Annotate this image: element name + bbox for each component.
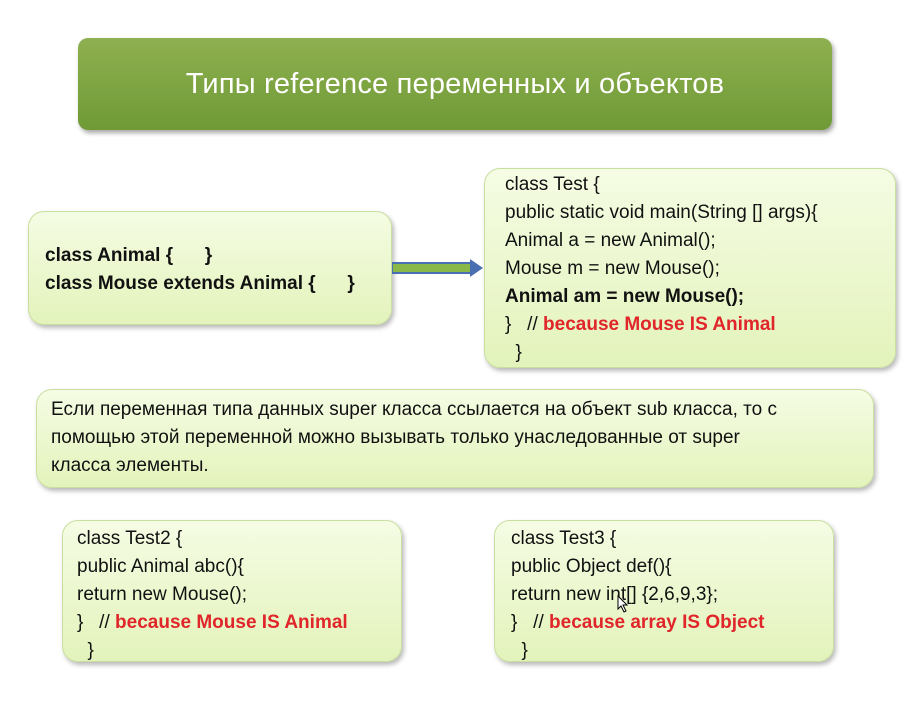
comment-text: because array IS Object	[549, 612, 765, 633]
note-line: помощью этой переменной можно вызывать т…	[51, 427, 740, 448]
test-class-code-box: class Test { public static void main(Str…	[484, 168, 896, 368]
code-line: Animal a = new Animal();	[505, 230, 716, 251]
note-line: класса элементы.	[51, 455, 209, 476]
test2-class-code-box: class Test2 { public Animal abc(){ retur…	[62, 520, 402, 662]
code-text: } //	[77, 612, 116, 633]
comment-text: because Mouse IS Animal	[115, 612, 348, 633]
code-line: }	[77, 640, 94, 661]
note-line: Если переменная типа данных super класса…	[51, 399, 777, 420]
code-text: } //	[511, 612, 550, 633]
code-text: } //	[505, 314, 544, 335]
mouse-cursor-icon	[617, 595, 629, 613]
class-declarations-box: class Animal { } class Mouse extends Ani…	[28, 211, 392, 325]
comment-text: because Mouse IS Animal	[543, 314, 776, 335]
code-line: return new int[] {2,6,9,3};	[511, 584, 719, 605]
explanation-note-box: Если переменная типа данных super класса…	[36, 389, 874, 488]
test3-class-code-box: class Test3 { public Object def(){ retur…	[494, 520, 834, 662]
code-line-comment: } // because Mouse IS Animal	[77, 609, 401, 637]
code-line-comment: } // because array IS Object	[511, 609, 833, 637]
code-line: public Object def(){	[511, 556, 672, 577]
code-line-highlight: Animal am = new Mouse();	[505, 286, 745, 307]
slide-title-banner: Типы reference переменных и объектов	[78, 38, 832, 130]
code-line: class Test2 {	[77, 528, 183, 549]
code-line: class Test3 {	[511, 528, 617, 549]
animal-class-line: class Animal { }	[45, 245, 213, 266]
right-arrow-icon	[392, 259, 483, 277]
code-line: }	[511, 640, 528, 661]
code-line-comment: } // because Mouse IS Animal	[505, 311, 895, 339]
code-line: public Animal abc(){	[77, 556, 244, 577]
code-line: }	[505, 342, 522, 363]
mouse-class-line: class Mouse extends Animal { }	[45, 273, 355, 294]
code-line: public static void main(String [] args){	[505, 202, 818, 223]
code-line: return new Mouse();	[77, 584, 248, 605]
code-line: Mouse m = new Mouse();	[505, 258, 720, 279]
code-line: class Test {	[505, 174, 600, 195]
slide-title: Типы reference переменных и объектов	[185, 67, 725, 100]
